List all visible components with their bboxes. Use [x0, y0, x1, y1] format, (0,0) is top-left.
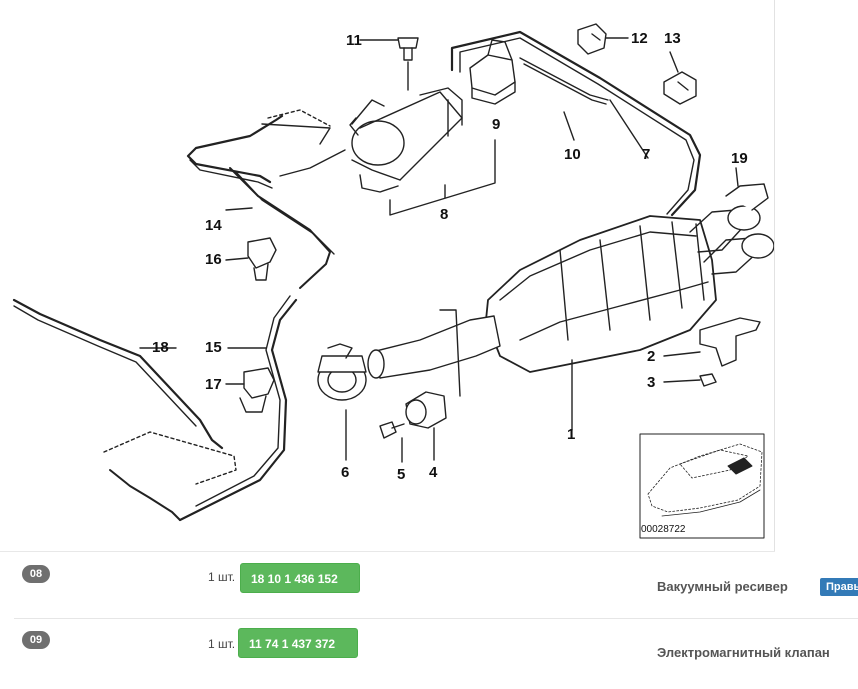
inset-caption: 00028722 — [641, 524, 686, 535]
callout-19[interactable]: 19 — [731, 150, 748, 167]
callout-8[interactable]: 8 — [440, 206, 449, 223]
diagram-border — [774, 0, 775, 552]
diagram-divider — [0, 551, 775, 552]
part-number-text: 18 10 1 436 152 — [251, 572, 338, 586]
position-badge: 08 — [22, 565, 50, 583]
side-tag[interactable]: Правы — [820, 578, 858, 596]
quantity-label: 1 шт. — [208, 570, 236, 584]
position-badge: 09 — [22, 631, 50, 649]
callout-6[interactable]: 6 — [341, 464, 350, 481]
callout-9[interactable]: 9 — [492, 116, 501, 133]
callout-16[interactable]: 16 — [205, 251, 222, 268]
callout-5[interactable]: 5 — [397, 466, 406, 483]
part-name: Электромагнитный клапан — [657, 645, 830, 660]
part-number-button[interactable]: 18 10 1 436 152 — [240, 563, 360, 612]
callout-13[interactable]: 13 — [664, 30, 681, 47]
callout-1[interactable]: 1 — [567, 426, 576, 443]
caret-down-icon — [253, 672, 261, 677]
callout-11[interactable]: 11 — [346, 32, 362, 49]
callout-12[interactable]: 12 — [631, 30, 648, 47]
caret-down-icon — [255, 607, 263, 612]
callout-4[interactable]: 4 — [429, 464, 438, 481]
callout-7[interactable]: 7 — [642, 146, 651, 163]
part-row-09: 09 1 шт. 11 74 1 437 372 Электромагнитны… — [0, 620, 858, 684]
callout-15[interactable]: 15 — [205, 339, 222, 356]
callout-18[interactable]: 18 — [152, 339, 169, 356]
exhaust-system-drawing — [12, 23, 775, 539]
part-number-text: 11 74 1 437 372 — [249, 637, 336, 651]
row-divider — [14, 618, 858, 619]
quantity-label: 1 шт. — [208, 637, 236, 651]
parts-diagram: 1 2 3 4 5 6 7 8 9 10 11 12 13 14 15 16 1… — [0, 0, 775, 552]
callout-14[interactable]: 14 — [205, 217, 222, 234]
callout-2[interactable]: 2 — [647, 348, 656, 365]
part-name: Вакуумный ресивер — [657, 579, 788, 594]
callout-10[interactable]: 10 — [564, 146, 581, 163]
callout-3[interactable]: 3 — [647, 374, 656, 391]
callout-17[interactable]: 17 — [205, 376, 222, 393]
part-number-button[interactable]: 11 74 1 437 372 — [238, 628, 358, 677]
part-row-08: 08 1 шт. 18 10 1 436 152 Вакуумный ресив… — [0, 553, 858, 617]
